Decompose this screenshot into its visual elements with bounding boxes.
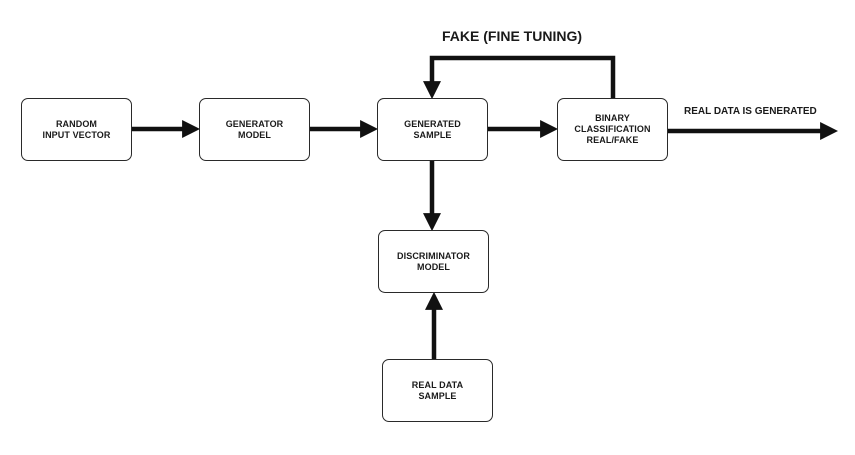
binary-line-1: BINARY xyxy=(595,113,630,123)
real-data-generated-label: REAL DATA IS GENERATED xyxy=(684,106,817,117)
generated-sample-box: GENERATED SAMPLE xyxy=(377,98,488,161)
real-data-sample-box: REAL DATA SAMPLE xyxy=(382,359,493,422)
arrow-fake-feedback-loop xyxy=(423,55,616,100)
binary-line-2: CLASSIFICATION xyxy=(574,124,651,134)
real-data-line-1: REAL DATA xyxy=(411,379,464,390)
real-data-line-2: SAMPLE xyxy=(418,390,457,401)
random-input-vector-box: RANDOM INPUT VECTOR xyxy=(21,98,132,161)
binary-classification-box: BINARY CLASSIFICATION REAL/FAKE xyxy=(557,98,668,161)
generated-sample-line-2: SAMPLE xyxy=(413,129,452,140)
discriminator-line-1: DISCRIMINATOR xyxy=(397,250,470,261)
generated-sample-line-1: GENERATED xyxy=(404,118,461,129)
fake-fine-tuning-label: FAKE (FINE TUNING) xyxy=(442,28,582,44)
generator-model-box: GENERATOR MODEL xyxy=(199,98,310,161)
discriminator-model-box: DISCRIMINATOR MODEL xyxy=(378,230,489,293)
discriminator-line-2: MODEL xyxy=(417,261,450,272)
generator-line-2: MODEL xyxy=(238,129,271,140)
generator-line-1: GENERATOR xyxy=(225,118,284,129)
random-input-line-2: INPUT VECTOR xyxy=(42,129,111,140)
random-input-line-1: RANDOM xyxy=(55,118,98,129)
binary-line-3: REAL/FAKE xyxy=(586,135,639,145)
